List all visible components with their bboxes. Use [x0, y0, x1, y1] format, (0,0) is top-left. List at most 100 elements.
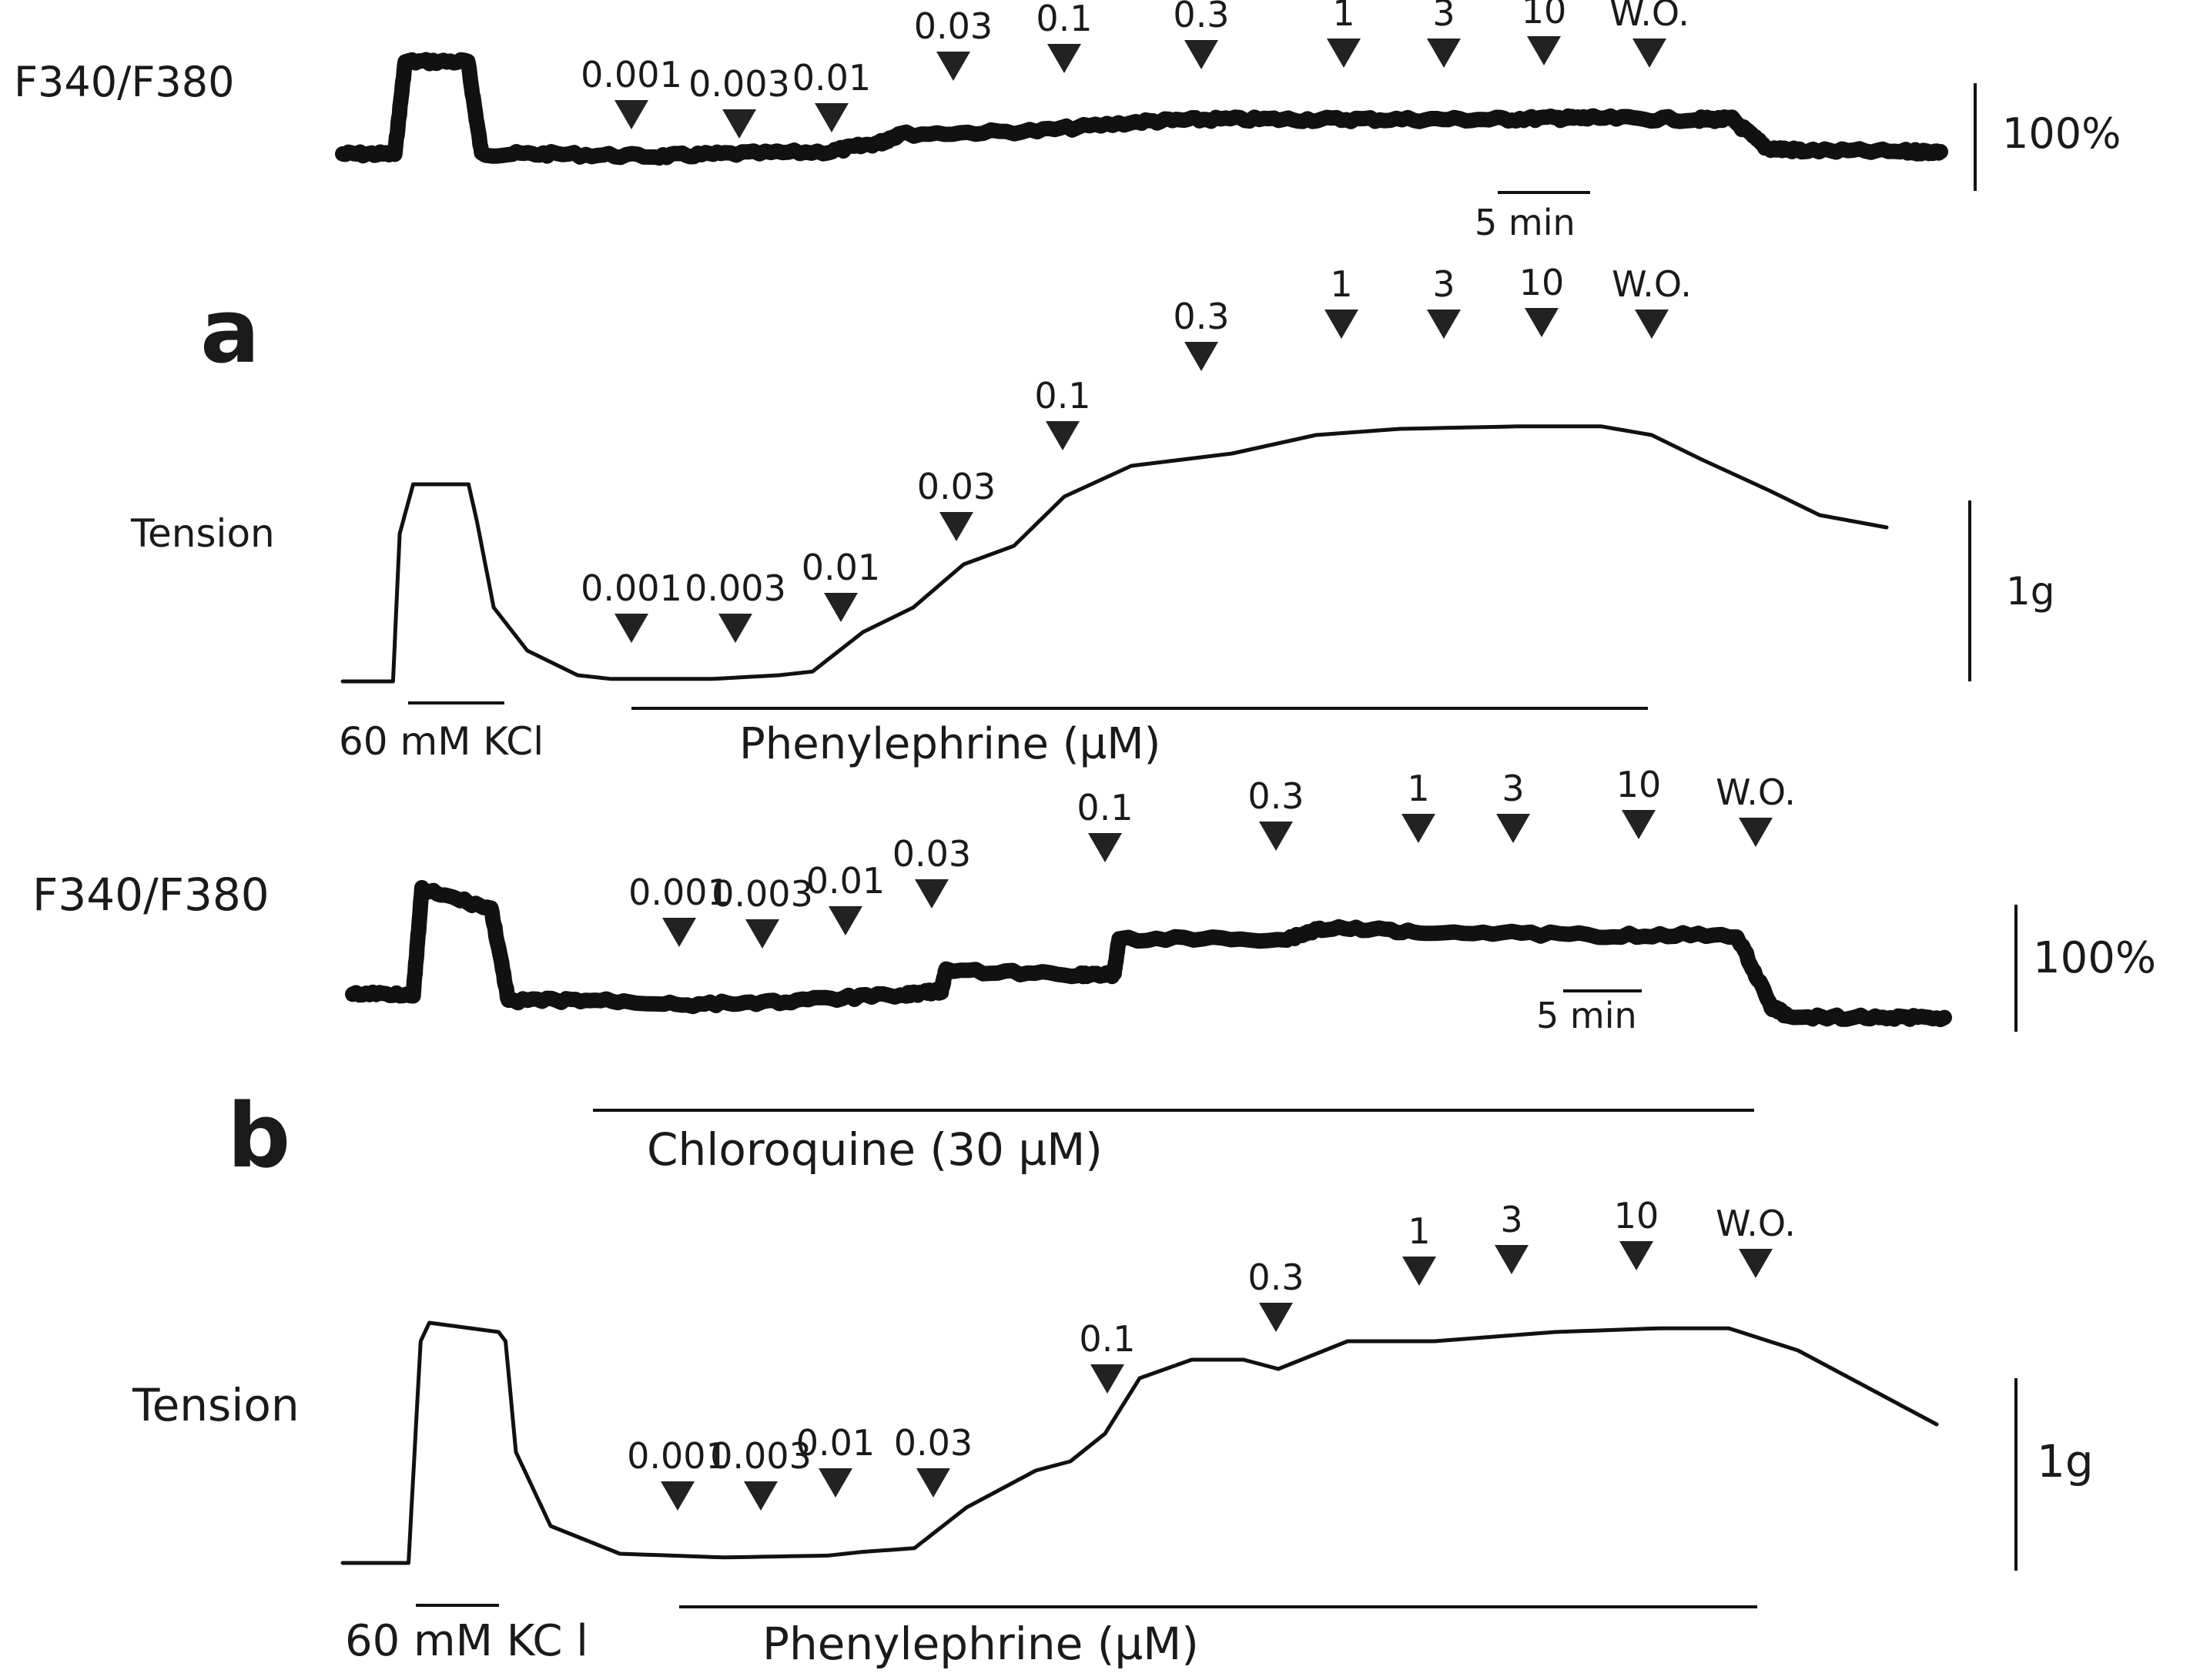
a-tension-trace — [340, 424, 1889, 684]
dose-arrow — [824, 593, 858, 622]
dose-label: 0.003 — [712, 873, 813, 915]
dose-label: W.O. — [1716, 771, 1796, 813]
dose-label: 0.03 — [892, 833, 971, 875]
dose-arrow — [819, 1468, 852, 1498]
dose-label: 10 — [1522, 0, 1567, 32]
dose-arrow — [744, 1481, 778, 1511]
dose-arrow — [1622, 810, 1656, 839]
dose-label: 1 — [1408, 1210, 1430, 1252]
dose-label: 0.01 — [792, 57, 871, 99]
dose-label: 0.3 — [1247, 1257, 1304, 1298]
dose-arrow — [1046, 421, 1080, 450]
dose-arrow — [1402, 1257, 1436, 1286]
dose-arrow — [1259, 1303, 1293, 1332]
dose-label: 0.1 — [1077, 787, 1133, 828]
dose-arrow — [661, 1481, 695, 1511]
dose-label: 0.01 — [806, 860, 885, 902]
dose-label: 3 — [1432, 263, 1455, 305]
dose-label: 3 — [1432, 0, 1455, 34]
dose-arrow — [718, 614, 752, 643]
b-ratio-time-label: 5 min — [1536, 995, 1637, 1036]
dose-label: W.O. — [1612, 263, 1692, 305]
dose-label: 0.1 — [1079, 1318, 1135, 1360]
dose-label: W.O. — [1716, 1203, 1796, 1244]
dose-label: 10 — [1614, 1195, 1659, 1237]
dose-arrow — [1327, 38, 1361, 68]
a-ratio-scale-label: 100% — [2002, 109, 2121, 158]
b-kcl-label: 60 mM KC l — [345, 1616, 588, 1666]
dose-label: 0.3 — [1173, 0, 1229, 35]
dose-arrow — [1324, 310, 1358, 339]
dose-arrow — [936, 52, 970, 81]
dose-label: 0.03 — [914, 5, 993, 47]
dose-label: 0.03 — [894, 1422, 973, 1464]
dose-label: 1 — [1330, 263, 1352, 305]
dose-label: 3 — [1502, 768, 1524, 809]
dose-label: 0.003 — [688, 63, 790, 105]
b-ratio-trace — [345, 880, 1952, 1028]
dose-label: 0.003 — [685, 567, 786, 609]
dose-arrow — [939, 512, 973, 541]
dose-arrow — [1259, 822, 1293, 851]
dose-label: 0.1 — [1036, 0, 1092, 39]
dose-arrow — [1496, 814, 1530, 843]
dose-label: 0.003 — [710, 1435, 812, 1477]
a-ratio-time-label: 5 min — [1475, 202, 1576, 243]
dose-arrow — [1635, 310, 1669, 339]
b-ratio-label: F340/F380 — [32, 868, 270, 921]
a-tension-scale-label: 1g — [2006, 569, 2055, 614]
dose-label: 1 — [1407, 768, 1429, 809]
dose-arrow — [745, 919, 779, 949]
dose-arrow — [1495, 1245, 1529, 1274]
dose-label: 0.03 — [917, 466, 996, 507]
b-tension-trace — [340, 1320, 1939, 1565]
dose-label: 10 — [1616, 764, 1662, 805]
b-chloroquine-label: Chloroquine (30 µM) — [647, 1123, 1103, 1176]
dose-arrow — [1632, 38, 1666, 68]
dose-arrow — [1047, 44, 1081, 73]
a-ratio-label: F340/F380 — [14, 58, 234, 106]
dose-label: W.O. — [1609, 0, 1689, 34]
panel-b-label: b — [227, 1085, 290, 1188]
a-pe-label: Phenylephrine (µM) — [739, 719, 1160, 769]
panel-a-label: a — [200, 280, 260, 383]
dose-arrow — [916, 1468, 950, 1498]
dose-label: 0.1 — [1034, 375, 1090, 417]
b-ratio-scale-label: 100% — [2033, 933, 2156, 983]
dose-arrow — [1739, 818, 1773, 847]
dose-label: 0.001 — [581, 567, 682, 609]
b-tension-label: Tension — [132, 1379, 300, 1431]
dose-label: 0.001 — [628, 872, 730, 913]
dose-arrow — [1427, 310, 1461, 339]
dose-arrow — [662, 918, 696, 947]
dose-arrow — [1739, 1249, 1773, 1278]
dose-arrow — [1184, 342, 1218, 371]
dose-arrow — [1525, 308, 1559, 337]
dose-arrow — [722, 109, 756, 139]
dose-arrow — [815, 103, 849, 132]
dose-arrow — [1427, 38, 1461, 68]
dose-label: 0.3 — [1173, 296, 1229, 337]
b-pe-label: Phenylephrine (µM) — [762, 1618, 1199, 1670]
dose-label: 0.3 — [1247, 775, 1304, 817]
dose-arrow — [1184, 40, 1218, 69]
a-tension-label: Tension — [130, 511, 275, 556]
dose-label: 3 — [1500, 1199, 1522, 1240]
a-ratio-trace — [335, 52, 1948, 166]
dose-arrow — [614, 100, 648, 129]
dose-arrow — [915, 879, 949, 909]
a-kcl-label: 60 mM KCl — [339, 719, 544, 764]
dose-arrow — [1090, 1364, 1124, 1394]
dose-arrow — [829, 906, 862, 935]
dose-label: 1 — [1332, 0, 1355, 34]
b-tension-scale-label: 1g — [2037, 1435, 2094, 1488]
dose-arrow — [1088, 833, 1122, 862]
dose-arrow — [1527, 36, 1561, 65]
dose-arrow — [614, 614, 648, 643]
dose-label: 0.001 — [581, 54, 682, 95]
